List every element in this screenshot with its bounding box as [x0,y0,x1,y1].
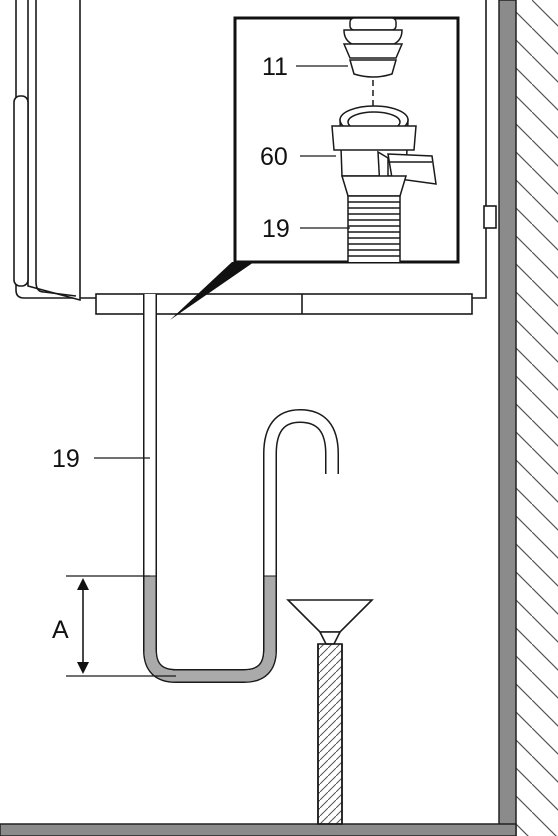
inset-pointer [170,262,254,320]
ribbed-hose-19 [347,195,401,262]
floor [0,823,517,836]
detail-inset: 11 60 19 [233,16,460,264]
inset-hose-label: 19 [262,215,290,243]
drain-hose-loop [143,294,339,683]
inset-clamp-label: 60 [260,143,288,171]
height-marker-label: A [52,616,69,644]
hose-clamp-60 [331,105,437,197]
wall [498,0,558,836]
drain-funnel [286,599,374,825]
inset-connector-label: 11 [262,53,288,81]
hose-connector-11 [342,18,404,78]
main-hose-label: 19 [52,445,80,473]
height-dimension [66,575,176,677]
